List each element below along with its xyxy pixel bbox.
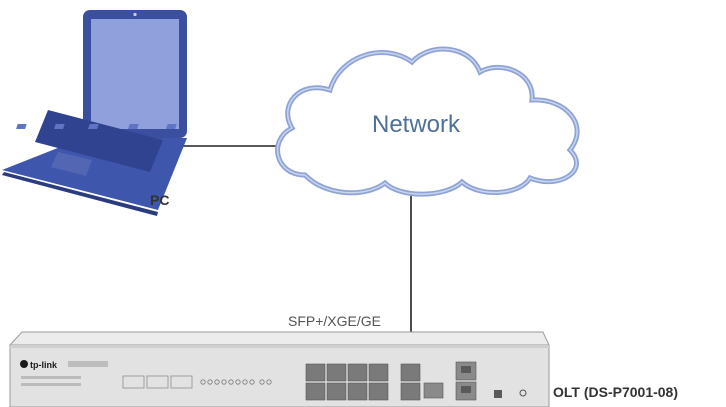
reset-button (519, 389, 527, 397)
rj45-ports (455, 361, 477, 401)
olt-label: OLT (DS-P7001-08) (553, 384, 678, 400)
console-port (494, 390, 502, 398)
device-brand: tp-link (30, 360, 58, 370)
cloud-icon (275, 46, 580, 197)
network-label: Network (372, 111, 461, 138)
uplink-ports (400, 363, 444, 401)
pon-ports (305, 363, 389, 401)
olt-switch-icon: tp-link (8, 331, 550, 407)
port-type-label: SFP+/XGE/GE (288, 313, 381, 329)
pc-label: PC (150, 192, 170, 208)
laptop-icon (2, 10, 187, 216)
